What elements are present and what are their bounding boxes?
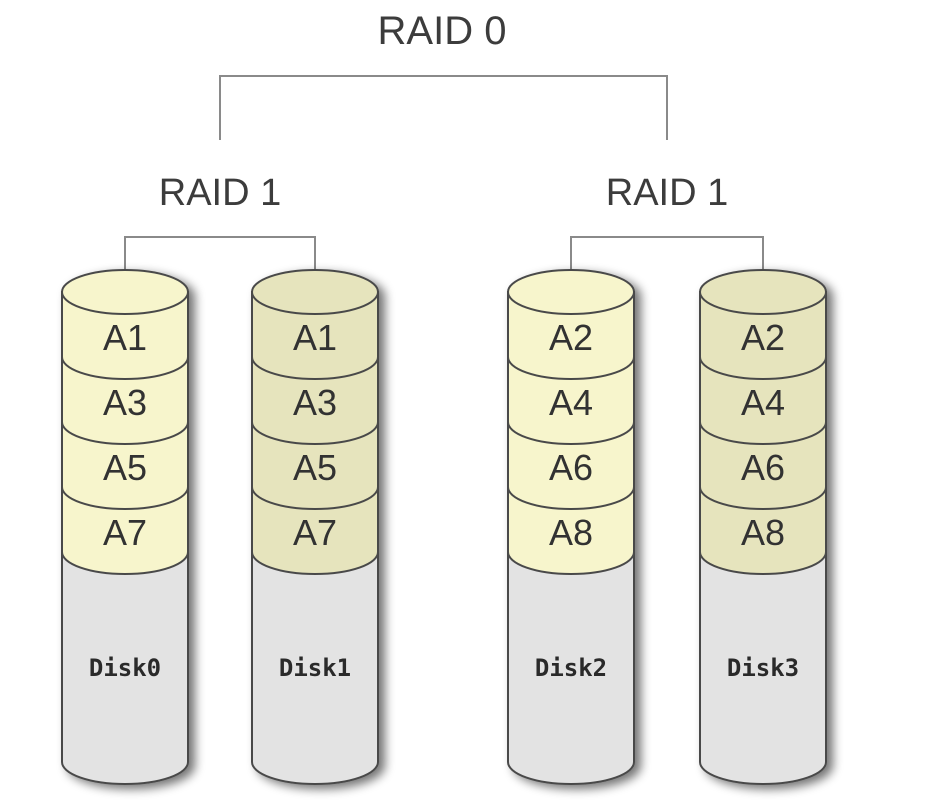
stripe-block-label: A8 xyxy=(741,512,785,553)
stripe-block-label: A3 xyxy=(103,382,147,423)
stripe-block xyxy=(699,421,827,510)
stripe-block xyxy=(61,486,189,575)
raid1-connector xyxy=(570,236,764,300)
raid1-connector xyxy=(124,236,316,300)
stripe-block xyxy=(699,486,827,575)
disk-name: Disk3 xyxy=(727,654,799,682)
stripe-block-label: A5 xyxy=(103,447,147,488)
stripe-block xyxy=(699,356,827,445)
stripe-block xyxy=(251,421,379,510)
disk-top xyxy=(699,269,827,315)
stripe-block xyxy=(251,486,379,575)
disk-top xyxy=(61,269,189,315)
stripe-block-label: A2 xyxy=(741,317,785,358)
stripe-block xyxy=(507,486,635,575)
raid0-connector xyxy=(219,75,668,140)
disk-name: Disk1 xyxy=(279,654,351,682)
stripe-block xyxy=(61,291,189,380)
disk-body xyxy=(61,551,189,785)
stripe-block-label: A4 xyxy=(741,382,785,423)
stripe-block-label: A5 xyxy=(293,447,337,488)
raid0-label: RAID 0 xyxy=(378,9,507,53)
disk-name: Disk2 xyxy=(535,654,607,682)
stripe-block-label: A1 xyxy=(103,317,147,358)
disk-body xyxy=(699,551,827,785)
stripe-block xyxy=(61,421,189,510)
stripe-block-label: A6 xyxy=(741,447,785,488)
stripe-block-label: A3 xyxy=(293,382,337,423)
stripe-block-label: A7 xyxy=(293,512,337,553)
disk-body xyxy=(507,551,635,785)
stripe-block xyxy=(699,291,827,380)
stripe-block xyxy=(61,356,189,445)
stripe-block-label: A2 xyxy=(549,317,593,358)
stripe-block xyxy=(507,291,635,380)
raid1-group-label: RAID 1 xyxy=(606,172,728,214)
stripe-block xyxy=(251,291,379,380)
disk-body xyxy=(251,551,379,785)
stripe-block-label: A8 xyxy=(549,512,593,553)
disk-top xyxy=(507,269,635,315)
stripe-block-label: A6 xyxy=(549,447,593,488)
stripe-block-label: A4 xyxy=(549,382,593,423)
stripe-block-label: A7 xyxy=(103,512,147,553)
stripe-block-label: A1 xyxy=(293,317,337,358)
disk-top xyxy=(251,269,379,315)
disk-name: Disk0 xyxy=(89,654,161,682)
stripe-block xyxy=(251,356,379,445)
stripe-block xyxy=(507,421,635,510)
raid1-group-label: RAID 1 xyxy=(159,172,281,214)
stripe-block xyxy=(507,356,635,445)
